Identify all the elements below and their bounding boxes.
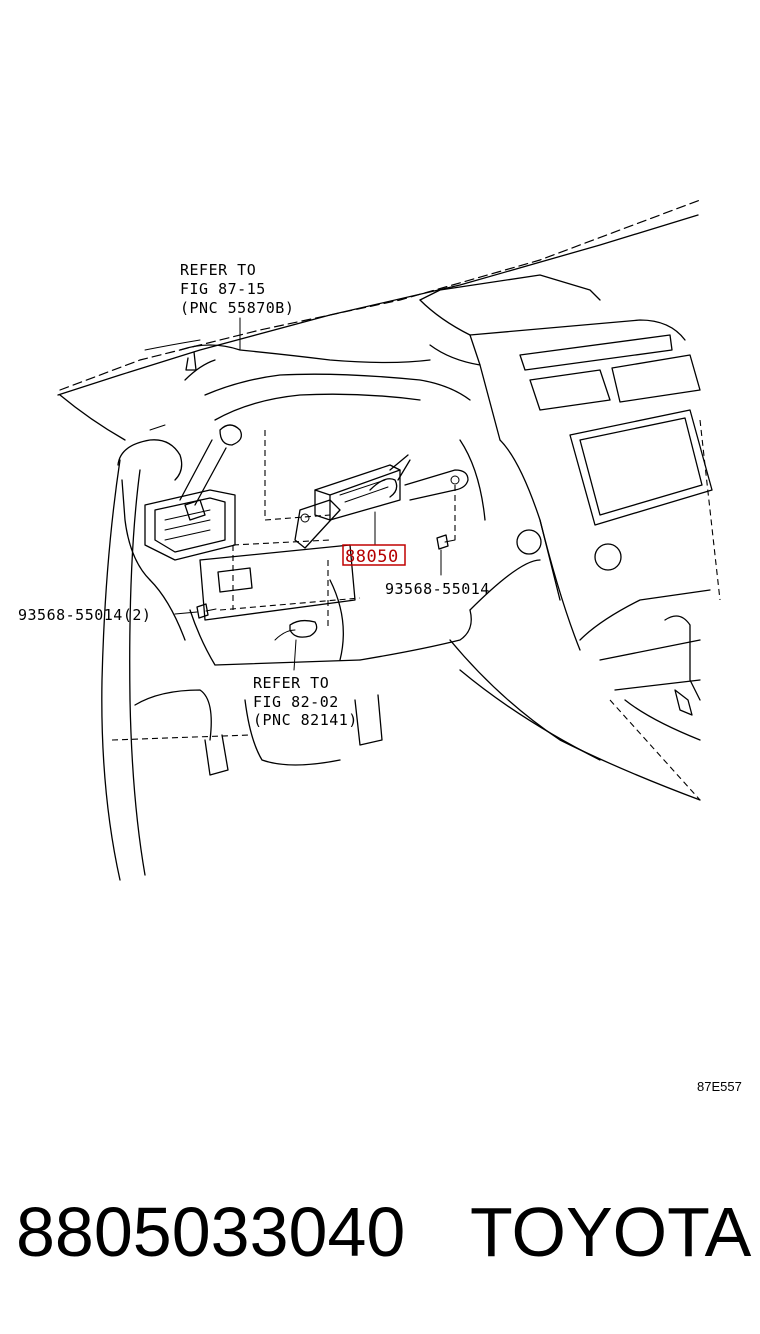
footer: 8805033040 TOYOTA xyxy=(0,1190,760,1280)
refer-top-line2: FIG 87-15 xyxy=(180,280,266,298)
highlighted-part-label[interactable]: 88050 xyxy=(345,547,399,567)
refer-bottom-line3: (PNC 82141) xyxy=(253,711,358,729)
bolt-right-label: 93568-55014 xyxy=(385,580,490,598)
refer-bottom-line2: FIG 82-02 xyxy=(253,693,339,711)
illustration-code: 87E557 xyxy=(697,1079,742,1094)
refer-bottom-line1: REFER TO xyxy=(253,674,329,692)
dashboard-illustration xyxy=(57,199,721,881)
brand-name: TOYOTA xyxy=(470,1193,752,1271)
highlight-box xyxy=(342,544,406,566)
refer-top-line1: REFER TO xyxy=(180,261,256,279)
refer-top-line3: (PNC 55870B) xyxy=(180,299,294,317)
bolt-left-label: 93568-55014(2) xyxy=(18,606,151,624)
part-number: 8805033040 xyxy=(16,1193,406,1271)
leader-lines xyxy=(174,317,376,615)
